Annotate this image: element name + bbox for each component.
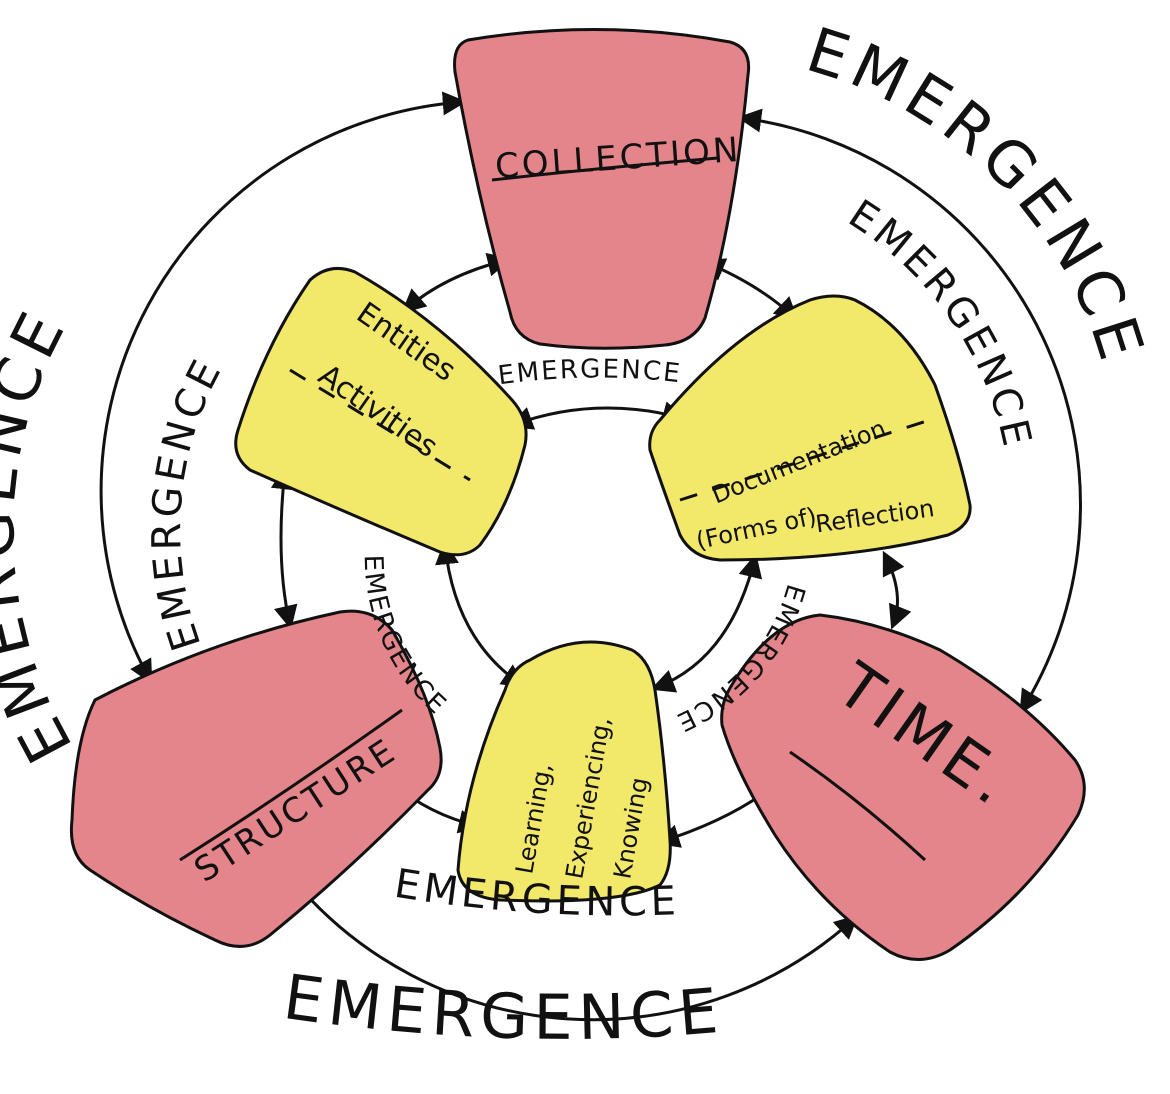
box-entities-divider — [289, 368, 471, 482]
arrow-collection-time — [737, 108, 1082, 715]
emergence-outer-bottom: EMERGENCE — [280, 960, 727, 1054]
arrow-structure-time — [291, 878, 859, 1022]
arrow-documentation-time — [882, 550, 912, 630]
arrow-structure-collection — [99, 91, 467, 685]
outer-ring-arrows — [99, 91, 1082, 1022]
box-documentation-reflection: Documentation (Forms of) Reflection — [648, 294, 972, 562]
box-time: TIME. — [720, 613, 1086, 962]
box-structure-underline — [179, 708, 403, 862]
emergence-outer-left: EMERGENCE — [0, 296, 87, 774]
box-time-underline — [789, 750, 927, 862]
box-learning-shape — [456, 640, 672, 903]
box-time-shape — [720, 613, 1086, 962]
box-learning: Learning, Experiencing, Knowing — [456, 640, 672, 903]
arrow-entities-learning — [435, 540, 526, 688]
arrow-entities-documentation — [508, 401, 687, 430]
arrow-documentation-learning — [650, 553, 763, 693]
emergence-inner-top: EMERGENCE — [496, 354, 683, 391]
arrow-entities-structure — [270, 465, 298, 630]
box-collection-shape — [453, 27, 751, 350]
box-documentation-divider — [679, 418, 931, 502]
box-documentation-shape — [648, 294, 972, 562]
inner-ring-arrows — [435, 401, 763, 693]
box-structure-shape — [69, 609, 443, 948]
box-collection: COLLECTION — [453, 27, 751, 350]
emergence-middle-left: EMERGENCE — [144, 350, 232, 656]
box-entities-activities: Entities Activities — [234, 266, 528, 557]
arrow-entities-collection — [401, 252, 512, 314]
box-entities-shape — [234, 266, 528, 557]
box-collection-underline — [491, 156, 719, 182]
